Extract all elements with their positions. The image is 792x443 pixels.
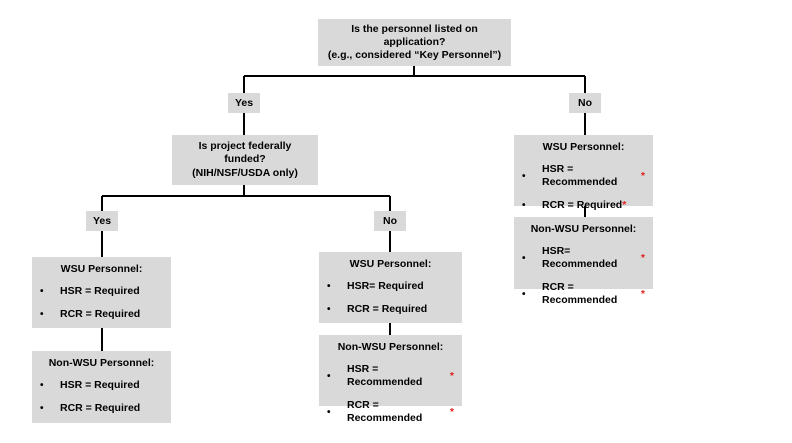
list-item: • RCR = Recommended * <box>327 399 454 425</box>
no-wsu-box: WSU Personnel: • HSR = Recommended * • RC… <box>514 135 653 211</box>
list-title: Non-WSU Personnel: <box>337 341 444 353</box>
list-item: • HSR = Required <box>40 379 163 392</box>
list-item: • HSR= Recommended * <box>522 245 645 271</box>
bullet-icon: • <box>522 252 526 264</box>
funded-no-label: No <box>374 211 406 231</box>
asterisk-mark: * <box>640 169 645 182</box>
list-item-text: HSR= Required <box>347 280 424 292</box>
list-item-text: RCR = Required <box>60 402 141 414</box>
yes-no-wsu-box: WSU Personnel: • HSR= Required • RCR = R… <box>319 252 462 323</box>
list-item-text: HSR = Required <box>60 285 140 297</box>
bullet-icon: • <box>327 304 331 315</box>
funded-question-box: Is project federally funded? (NIH/NSF/US… <box>172 135 318 185</box>
list-item: • RCR = Required <box>40 402 163 415</box>
funded-yes-label: Yes <box>86 211 118 231</box>
yes-no-nonwsu-box: Non-WSU Personnel: • HSR = Recommended* … <box>319 335 462 424</box>
asterisk-mark: * <box>449 405 454 418</box>
list-item: • RCR = Required* <box>522 199 645 212</box>
list-item-text: RCR = Recommended <box>347 399 423 424</box>
list-item-text: RCR = Required <box>60 308 141 320</box>
bullet-icon: • <box>327 370 331 382</box>
list-item: • HSR = Recommended * <box>522 163 645 189</box>
yes-label: Yes <box>228 93 260 113</box>
list-item: • RCR = Required <box>327 303 454 316</box>
yes-yes-nonwsu-box: Non-WSU Personnel: • HSR = Required • RC… <box>32 351 171 423</box>
list-item-text: RCR = Required <box>347 303 428 315</box>
bullet-icon: • <box>40 286 44 297</box>
list-item: • RCR = Recommended * <box>522 281 645 307</box>
bullet-icon: • <box>40 403 44 414</box>
list-item: • HSR = Recommended * <box>327 363 454 389</box>
asterisk-mark: * <box>640 287 645 300</box>
root-question-box: Is the personnel listed on application? … <box>318 19 511 66</box>
funded-question-line2: (NIH/NSF/USDA only) <box>192 167 298 180</box>
bullet-icon: • <box>522 288 526 300</box>
list-title: Non-WSU Personnel: <box>48 357 155 369</box>
asterisk-mark: * <box>622 199 627 211</box>
list-title: WSU Personnel: <box>542 141 625 153</box>
list-title: WSU Personnel: <box>349 258 432 270</box>
root-question-line2: (e.g., considered “Key Personnel”) <box>327 49 502 61</box>
list-item: • HSR = Required <box>40 285 163 298</box>
list-title: Non-WSU Personnel: <box>530 223 637 235</box>
bullet-icon: • <box>327 406 331 418</box>
root-question-line1: Is the personnel listed on application? <box>351 23 478 48</box>
no-nonwsu-box: Non-WSU Personnel: • HSR= Recommended * •… <box>514 217 653 306</box>
bullet-icon: • <box>327 281 331 292</box>
list-item-text: HSR = Recommended <box>542 163 618 188</box>
bullet-icon: • <box>40 380 44 391</box>
asterisk-mark: * <box>449 369 454 382</box>
asterisk-mark: * <box>640 251 645 264</box>
bullet-icon: • <box>40 309 44 320</box>
bullet-icon: • <box>522 200 526 211</box>
list-item-text: HSR = Required <box>60 379 140 391</box>
list-item-text: RCR = Recommended <box>542 281 618 306</box>
list-item: • HSR= Required <box>327 280 454 293</box>
list-item-text: RCR = Required <box>542 199 623 211</box>
list-item: • RCR = Required <box>40 308 163 321</box>
yes-yes-wsu-box: WSU Personnel: • HSR = Required • RCR = … <box>32 257 171 328</box>
list-item-text: HSR = Recommended <box>347 363 423 388</box>
bullet-icon: • <box>522 170 526 182</box>
funded-question-line1: Is project federally funded? <box>198 139 292 165</box>
no-label: No <box>569 93 601 113</box>
list-item-text: HSR= Recommended <box>542 245 618 270</box>
list-title: WSU Personnel: <box>60 263 143 275</box>
